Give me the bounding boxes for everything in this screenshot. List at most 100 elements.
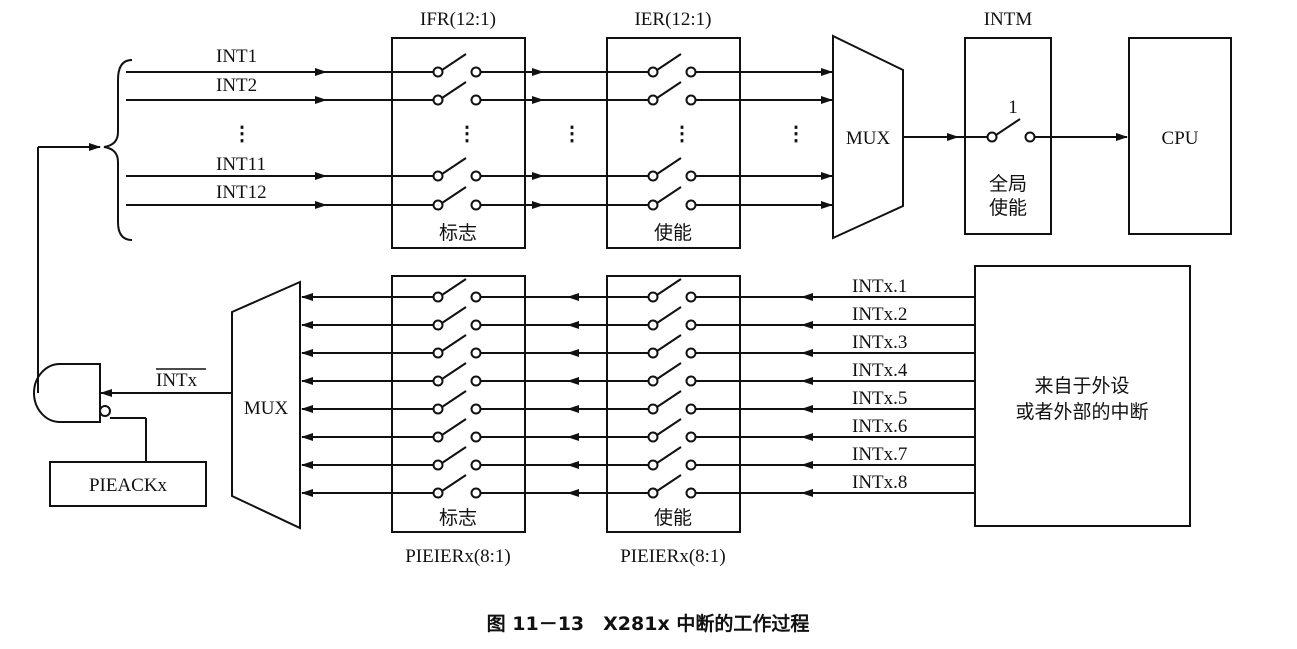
pieier-left-label: PIEIERx(8:1) (405, 546, 511, 567)
intx4-label: INTx.4 (852, 360, 908, 381)
ier-title: IER(12:1) (634, 9, 711, 30)
pie-enable-box (606, 275, 741, 533)
intx8-label: INTx.8 (852, 472, 907, 493)
cpu-label: CPU (1162, 128, 1199, 149)
pieack-box (49, 461, 207, 507)
bottom-row-7-enable-switch-right-contact (685, 459, 697, 471)
bottom-row-4-enable-switch-left-contact (647, 375, 659, 387)
top-row-3-ifr-switch-left-contact (432, 170, 444, 182)
top-row-1-ier-switch-left-contact (647, 66, 659, 78)
int12-label: INT12 (216, 182, 267, 203)
bottom-row-4-enable-switch-right-contact (685, 375, 697, 387)
global-enable-line1: 全局 (989, 173, 1027, 195)
and-gate-inverted-input (99, 405, 111, 417)
bottom-row-1-enable-switch-lever (656, 278, 682, 296)
pie-flag-label: 标志 (439, 507, 477, 529)
bottom-row-7-flag-switch-right-contact (470, 459, 482, 471)
top-row-2-ier-switch-left-contact (647, 94, 659, 106)
bottom-row-2-flag-switch-lever (441, 306, 467, 324)
bottom-row-7-enable-switch-lever (656, 446, 682, 464)
bottom-row-3-flag-switch-left-contact (432, 347, 444, 359)
pieack-label: PIEACKx (89, 475, 168, 496)
dots-inputs: ⋮ (232, 123, 252, 145)
bottom-row-2-enable-switch-right-contact (685, 319, 697, 331)
dots-ier-mux: ⋮ (786, 123, 806, 145)
signal-wires (37, 68, 1128, 497)
and-gate (33, 363, 101, 423)
intm-box (964, 37, 1052, 235)
bottom-mux-label: MUX (244, 398, 289, 419)
bottom-row-3-enable-switch-right-contact (685, 347, 697, 359)
int1-label: INT1 (216, 46, 257, 67)
bottom-row-1-enable-switch-right-contact (685, 291, 697, 303)
int2-label: INT2 (216, 75, 257, 96)
top-mux-label: MUX (846, 128, 891, 149)
intm-switch-value: 1 (1008, 97, 1018, 118)
bottom-row-4-flag-switch-lever (441, 362, 467, 380)
bottom-row-5-flag-switch-lever (441, 390, 467, 408)
top-row-1-ifr-switch-lever (441, 53, 467, 71)
bottom-row-3-enable-switch-left-contact (647, 347, 659, 359)
intx5-label: INTx.5 (852, 388, 907, 409)
ifr-title: IFR(12:1) (420, 9, 496, 30)
top-row-3-ier-switch-right-contact (685, 170, 697, 182)
bottom-row-6-flag-switch-lever (441, 418, 467, 436)
top-row-4-ifr-switch-lever (441, 186, 467, 204)
peripheral-source-box (974, 265, 1191, 527)
dots-ifr: ⋮ (457, 123, 477, 145)
bottom-row-7-enable-switch-left-contact (647, 459, 659, 471)
peripheral-label-line1: 来自于外设 (1034, 375, 1129, 397)
bottom-row-5-flag-switch-right-contact (470, 403, 482, 415)
bottom-row-5-flag-switch-left-contact (432, 403, 444, 415)
bottom-row-8-flag-switch-lever (441, 474, 467, 492)
ifr-register-box (391, 37, 526, 249)
intm-switch-lever (995, 118, 1021, 136)
bottom-row-6-enable-switch-lever (656, 418, 682, 436)
bottom-row-4-enable-switch-lever (656, 362, 682, 380)
top-row-3-ifr-switch-lever (441, 157, 467, 175)
top-row-4-ier-switch-lever (656, 186, 682, 204)
int11-label: INT11 (216, 154, 266, 175)
bottom-row-8-enable-switch-right-contact (685, 487, 697, 499)
top-mux (832, 34, 904, 240)
bottom-row-2-flag-switch-left-contact (432, 319, 444, 331)
dots-ier: ⋮ (672, 123, 692, 145)
top-row-1-ier-switch-right-contact (685, 66, 697, 78)
bottom-row-1-flag-switch-right-contact (470, 291, 482, 303)
top-row-1-ier-switch-lever (656, 53, 682, 71)
peripheral-label-line2: 或者外部的中断 (1015, 401, 1148, 423)
top-row-4-ifr-switch-left-contact (432, 199, 444, 211)
top-row-2-ier-switch-lever (656, 81, 682, 99)
intm-switch-left-contact (986, 131, 998, 143)
top-row-2-ifr-switch-right-contact (470, 94, 482, 106)
intx6-label: INTx.6 (852, 416, 907, 437)
pie-enable-label: 使能 (654, 507, 692, 529)
dots-ifr-ier: ⋮ (562, 123, 582, 145)
ifr-flag-label: 标志 (439, 222, 477, 244)
bottom-row-8-flag-switch-right-contact (470, 487, 482, 499)
intx-bar-label: INTx (156, 370, 198, 391)
ier-enable-label: 使能 (654, 222, 692, 244)
pie-flag-box (391, 275, 526, 533)
bottom-row-5-enable-switch-left-contact (647, 403, 659, 415)
top-row-1-ifr-switch-right-contact (470, 66, 482, 78)
top-row-2-ier-switch-right-contact (685, 94, 697, 106)
intx2-label: INTx.2 (852, 304, 907, 325)
global-enable-line2: 使能 (989, 197, 1027, 219)
intx7-label: INTx.7 (852, 444, 907, 465)
top-row-2-ifr-switch-left-contact (432, 94, 444, 106)
bottom-row-5-enable-switch-lever (656, 390, 682, 408)
top-row-1-ifr-switch-left-contact (432, 66, 444, 78)
intx3-label: INTx.3 (852, 332, 907, 353)
bottom-row-8-flag-switch-left-contact (432, 487, 444, 499)
bottom-row-7-flag-switch-left-contact (432, 459, 444, 471)
bottom-row-6-flag-switch-right-contact (470, 431, 482, 443)
bottom-row-2-enable-switch-lever (656, 306, 682, 324)
bottom-row-6-enable-switch-left-contact (647, 431, 659, 443)
bottom-row-1-enable-switch-left-contact (647, 291, 659, 303)
bottom-mux (231, 280, 301, 530)
bottom-row-1-flag-switch-left-contact (432, 291, 444, 303)
intm-switch-right-contact (1024, 131, 1036, 143)
bottom-row-5-enable-switch-right-contact (685, 403, 697, 415)
